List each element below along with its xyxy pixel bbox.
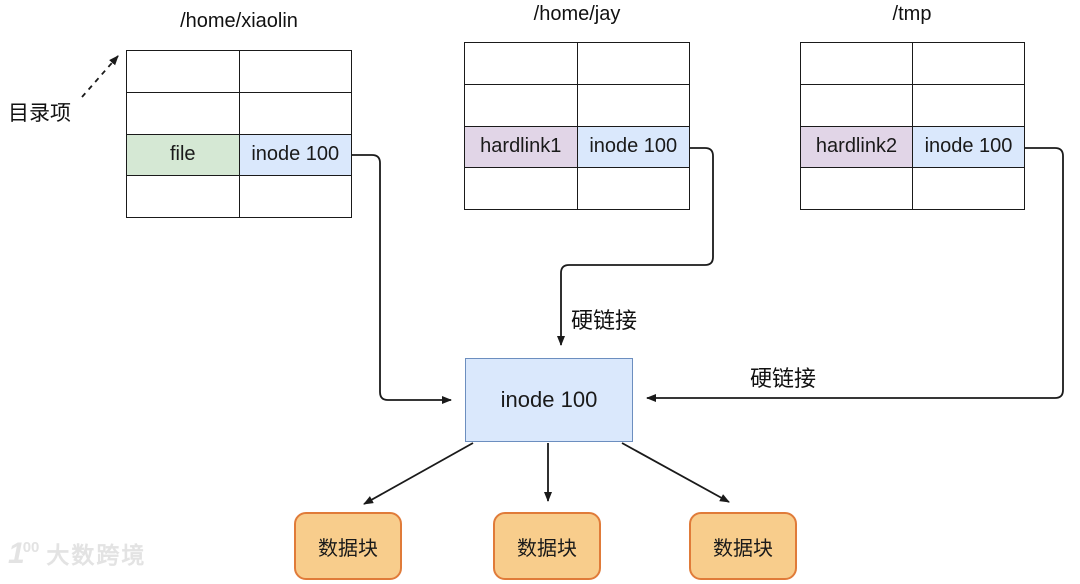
file-name-cell: file bbox=[127, 134, 240, 176]
data-block-3: 数据块 bbox=[689, 512, 797, 580]
table-cell-empty bbox=[913, 43, 1024, 84]
data-block-1: 数据块 bbox=[294, 512, 402, 580]
table-cell-empty bbox=[240, 93, 352, 134]
table-row bbox=[465, 168, 689, 209]
table-row-highlight: hardlink1 inode 100 bbox=[465, 126, 689, 169]
arrow-inode-to-block-3 bbox=[621, 442, 730, 503]
table-row bbox=[127, 51, 351, 93]
hardlink-label-top: 硬链接 bbox=[571, 308, 638, 333]
table-cell-empty bbox=[127, 176, 240, 217]
watermark: 100 大数跨境 bbox=[8, 536, 146, 570]
watermark-100-logo: 100 bbox=[8, 537, 40, 570]
table-title-home-xiaolin: /home/xiaolin bbox=[180, 10, 298, 32]
table-cell-empty bbox=[801, 168, 913, 209]
hardlink-label-right: 硬链接 bbox=[750, 366, 817, 391]
watermark-text: 大数跨境 bbox=[46, 542, 147, 568]
table-cell-empty bbox=[578, 168, 690, 209]
table-cell-empty bbox=[578, 43, 690, 84]
table-row-highlight: file inode 100 bbox=[127, 134, 351, 177]
table-cell-empty bbox=[240, 51, 352, 92]
table-cell-empty bbox=[465, 168, 578, 209]
hardlink-name-cell: hardlink2 bbox=[801, 126, 913, 168]
table-row bbox=[127, 92, 352, 135]
arrow-inode-to-block-1 bbox=[363, 442, 474, 505]
table-row-highlight: hardlink2 inode 100 bbox=[801, 126, 1024, 169]
table-cell-empty bbox=[801, 43, 913, 84]
dir-table-tmp: hardlink2 inode 100 bbox=[800, 42, 1025, 210]
hardlink-name-cell: hardlink1 bbox=[465, 126, 578, 168]
table-cell-empty bbox=[801, 84, 913, 126]
table-row bbox=[801, 43, 1024, 85]
inode-box: inode 100 bbox=[465, 358, 633, 442]
table-cell-empty bbox=[127, 92, 240, 134]
table-cell-empty bbox=[240, 176, 352, 217]
table-row bbox=[465, 84, 690, 127]
table-cell-empty bbox=[578, 85, 690, 126]
connector-xiaolin-to-inode bbox=[352, 154, 452, 404]
inode-ref-cell: inode 100 bbox=[913, 126, 1024, 168]
inode-ref-cell: inode 100 bbox=[577, 126, 689, 168]
dir-entry-label: 目录项 bbox=[8, 102, 71, 125]
dir-table-home-xiaolin: file inode 100 bbox=[126, 50, 352, 218]
dir-entry-dashed-arrow bbox=[81, 55, 119, 98]
table-row bbox=[127, 176, 351, 217]
dir-table-home-jay: hardlink1 inode 100 bbox=[464, 42, 690, 210]
table-cell-empty bbox=[465, 43, 578, 84]
table-cell-empty bbox=[465, 84, 578, 126]
table-title-tmp: /tmp bbox=[892, 3, 932, 25]
data-block-2: 数据块 bbox=[493, 512, 601, 580]
table-cell-empty bbox=[913, 168, 1024, 209]
table-row bbox=[801, 84, 1024, 127]
table-cell-empty bbox=[913, 85, 1024, 126]
table-title-home-jay: /home/jay bbox=[533, 3, 621, 25]
table-row bbox=[465, 43, 689, 85]
table-row bbox=[801, 168, 1024, 209]
table-cell-empty bbox=[127, 51, 240, 92]
inode-ref-cell: inode 100 bbox=[239, 134, 351, 176]
